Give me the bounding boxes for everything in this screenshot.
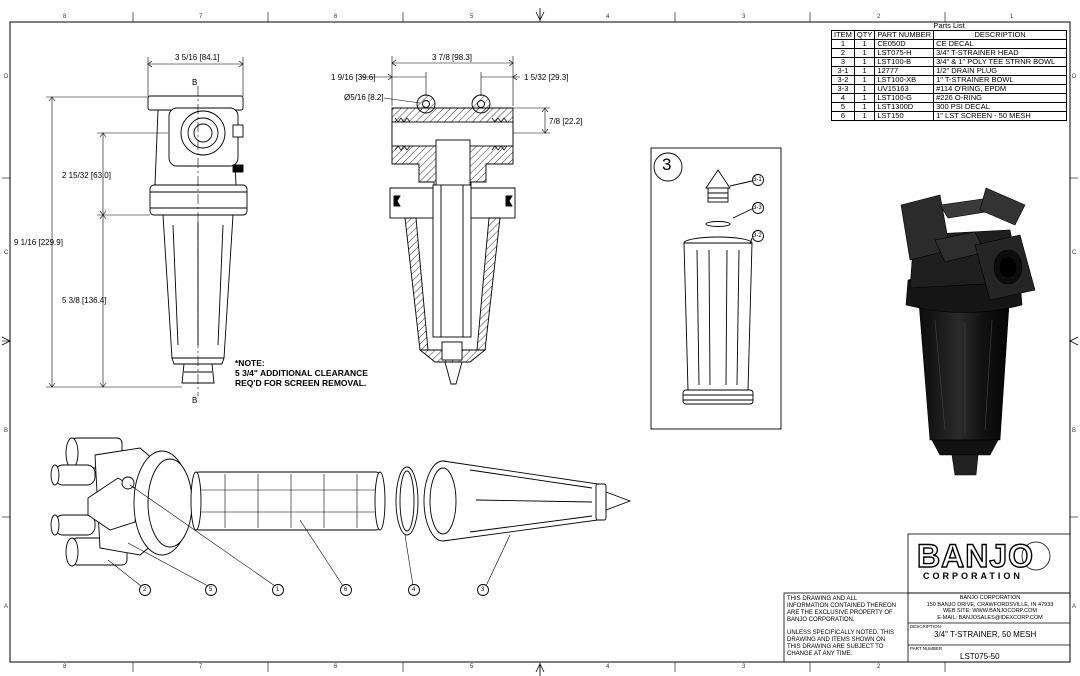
zone-bottom-2: 2 xyxy=(877,664,881,670)
property-line: BANJO CORPORATION. xyxy=(787,617,855,623)
note-line-3: REQ'D FOR SCREEN REMOVAL. xyxy=(235,378,367,388)
zone-bottom-6: 6 xyxy=(334,664,338,670)
change-line: THIS DRAWING ARE SUBJECT TO xyxy=(787,644,884,650)
zone-bottom-5: 5 xyxy=(470,664,474,670)
section-dimensions xyxy=(360,56,550,134)
zone-top-6: 6 xyxy=(334,14,338,20)
property-notice: THIS DRAWING AND ALL INFORMATION CONTAIN… xyxy=(787,596,896,624)
exploded-view xyxy=(50,437,632,596)
balloon-6: 6 xyxy=(344,587,348,593)
note-line-1: *NOTE: xyxy=(235,358,265,368)
change-notice: UNLESS SPECIFICALLY NOTED, THIS DRAWING … xyxy=(787,630,894,658)
detail-label: 3 xyxy=(662,155,672,174)
detail-view xyxy=(650,147,782,430)
logo-wordmark: BANJO xyxy=(916,537,1035,574)
zone-bottom-3: 3 xyxy=(742,664,746,670)
dim-hole-dia: Ø5/16 [8.2] xyxy=(344,93,384,102)
change-line: DRAWING AND ITEMS SHOWN ON xyxy=(787,637,886,643)
dim-right-offset: 1 5/32 [29.3] xyxy=(524,73,569,82)
note-line-2: 5 3/4" ADDITIONAL CLEARANCE xyxy=(235,368,368,378)
address-line: 150 BANJO DRIVE, CRAWFORDSVILLE, IN 4793… xyxy=(926,601,1054,608)
zone-bottom-8: 8 xyxy=(63,664,67,670)
front-dimensions xyxy=(46,57,244,396)
zone-side-d: D xyxy=(4,74,9,80)
detail-balloon-3-3: 3-3 xyxy=(753,205,762,211)
dim-port-height: 7/8 [22.2] xyxy=(549,117,583,126)
clearance-note: *NOTE: 5 3/4" ADDITIONAL CLEARANCE REQ'D… xyxy=(235,358,368,388)
dim-front-width: 3 5/16 [84.1] xyxy=(175,53,220,62)
part-number-label: PART NUMBER xyxy=(910,646,943,651)
zone-top-1: 1 xyxy=(1010,14,1014,20)
cell-item: 6 xyxy=(831,111,855,121)
cell-description: 1" LST SCREEN - 50 MESH xyxy=(933,111,1068,121)
address-line: E-MAIL: BANJOSALES@IDEXCORP.COM xyxy=(937,614,1043,621)
zone-top-4: 4 xyxy=(606,14,610,20)
dim-left-offset: 1 9/16 [39.6] xyxy=(331,73,376,82)
dim-overall-height: 9 1/16 [229.9] xyxy=(14,238,63,247)
section-label-bottom: B xyxy=(192,396,198,405)
balloon-4: 4 xyxy=(412,587,416,593)
zone-top-2: 2 xyxy=(877,14,881,20)
zone-top-3: 3 xyxy=(742,14,746,20)
dim-section-width: 3 7/8 [98.3] xyxy=(432,53,473,62)
change-line: CHANGE AT ANY TIME. xyxy=(787,651,853,657)
description-label: DESCRIPTION xyxy=(910,624,941,629)
detail-balloon-3-2: 3-2 xyxy=(753,233,762,239)
zone-side-a: A xyxy=(4,604,9,610)
drawing-description: 3/4" T-STRAINER, 50 MESH xyxy=(934,630,1037,639)
section-label-top: B xyxy=(192,78,198,87)
logo-subtitle: CORPORATION xyxy=(923,571,1023,581)
drawing-part-number: LST075-50 xyxy=(960,652,1000,661)
cell-qty: 1 xyxy=(853,111,876,121)
zone-top-7: 7 xyxy=(199,14,203,20)
dim-head-height: 2 15/32 [63.0] xyxy=(62,171,111,180)
balloon-1: 1 xyxy=(276,587,280,593)
company-logo: BANJO CORPORATION xyxy=(916,537,1035,581)
front-view xyxy=(147,95,248,384)
zone-bottom-7: 7 xyxy=(199,664,203,670)
zone-side-c-right: C xyxy=(1072,250,1077,256)
detail-balloon-3-1: 3-1 xyxy=(753,177,762,183)
property-line: INFORMATION CONTAINED THEREON xyxy=(787,603,897,609)
zone-bottom-4: 4 xyxy=(606,664,610,670)
cell-part-number: LST150 xyxy=(874,111,935,121)
zone-top-8: 8 xyxy=(63,14,67,20)
sheet-border xyxy=(1,8,1079,676)
parts-list-table: Parts List ITEM QTY PART NUMBER DESCRIPT… xyxy=(831,22,1068,121)
address-line: WEB SITE: WWW.BANJOCORP.COM xyxy=(942,608,1037,614)
property-line: THIS DRAWING AND ALL xyxy=(787,596,858,602)
balloon-5: 5 xyxy=(209,587,213,593)
zone-side-b: B xyxy=(4,428,9,434)
change-line: UNLESS SPECIFICALLY NOTED, THIS xyxy=(787,630,895,636)
zone-side-b-right: B xyxy=(1072,428,1077,434)
zone-side-c: C xyxy=(4,250,9,256)
balloon-3: 3 xyxy=(481,587,485,593)
property-line: ARE THE EXCLUSIVE PROPERTY OF xyxy=(787,610,893,616)
section-view xyxy=(389,94,516,385)
title-block-frame xyxy=(783,533,1071,663)
zone-top-5: 5 xyxy=(470,14,474,20)
zone-side-a-right: A xyxy=(1072,604,1077,610)
iso-render xyxy=(900,187,1036,476)
dim-bowl-height: 5 3/8 [136.4] xyxy=(62,296,107,305)
company-address: BANJO CORPORATION 150 BANJO DRIVE, CRAWF… xyxy=(912,595,1068,621)
balloon-2: 2 xyxy=(143,587,147,593)
zone-side-d-right: D xyxy=(1072,74,1077,80)
address-line: BANJO CORPORATION xyxy=(959,595,1021,601)
